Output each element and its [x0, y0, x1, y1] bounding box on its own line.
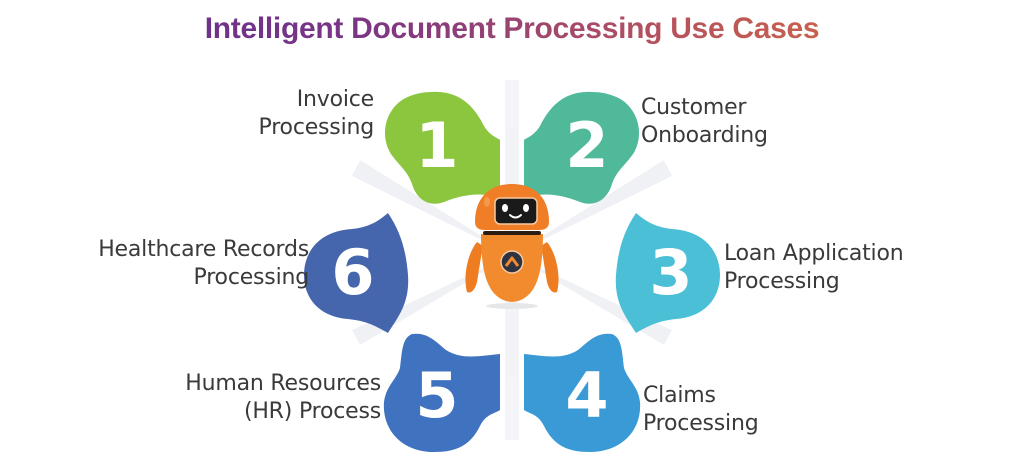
- use-case-2-label: Customer Onboarding: [641, 94, 768, 150]
- petal-shape-icon: [524, 91, 640, 204]
- use-case-number: 2: [565, 108, 609, 182]
- use-case-2-petal: 2: [522, 80, 652, 210]
- label-line: Invoice: [296, 87, 374, 112]
- use-case-4-label: Claims Processing: [643, 382, 759, 438]
- label-line: Processing: [724, 269, 840, 294]
- label-line: (HR) Process: [243, 399, 381, 424]
- use-case-6-petal: 6: [298, 207, 428, 337]
- petal-shape-icon: [304, 213, 409, 333]
- use-case-number: 1: [415, 108, 459, 182]
- petal-shape-icon: [524, 333, 641, 452]
- label-line: Loan Application: [724, 241, 904, 266]
- use-case-number: 6: [331, 235, 375, 309]
- use-case-5-label: Human Resources (HR) Process: [185, 370, 381, 426]
- use-case-3-petal: 3: [596, 207, 726, 337]
- use-case-4-petal: 4: [522, 330, 652, 460]
- use-case-6-label: Healthcare Records Processing: [98, 236, 309, 292]
- label-line: Processing: [193, 265, 310, 290]
- use-case-3-label: Loan Application Processing: [724, 240, 904, 296]
- label-line: Onboarding: [641, 123, 768, 148]
- use-case-1-label: Invoice Processing: [258, 86, 375, 142]
- use-case-1-petal: 1: [372, 80, 502, 210]
- petal-shape-icon: [384, 91, 500, 204]
- diagram-title: Intelligent Document Processing Use Case…: [0, 12, 1024, 46]
- label-line: Claims: [643, 383, 716, 408]
- petal-shape-icon: [615, 213, 720, 333]
- label-line: Healthcare Records: [98, 237, 309, 262]
- use-case-number: 4: [565, 358, 609, 432]
- use-case-number: 3: [649, 235, 693, 309]
- petal-shape-icon: [383, 333, 500, 452]
- label-line: Human Resources: [185, 371, 381, 396]
- use-case-number: 5: [415, 358, 459, 432]
- robot-mascot-icon: [465, 184, 559, 309]
- label-line: Processing: [258, 115, 375, 140]
- label-line: Customer: [641, 95, 747, 120]
- label-line: Processing: [643, 411, 759, 436]
- use-case-5-petal: 5: [372, 330, 502, 460]
